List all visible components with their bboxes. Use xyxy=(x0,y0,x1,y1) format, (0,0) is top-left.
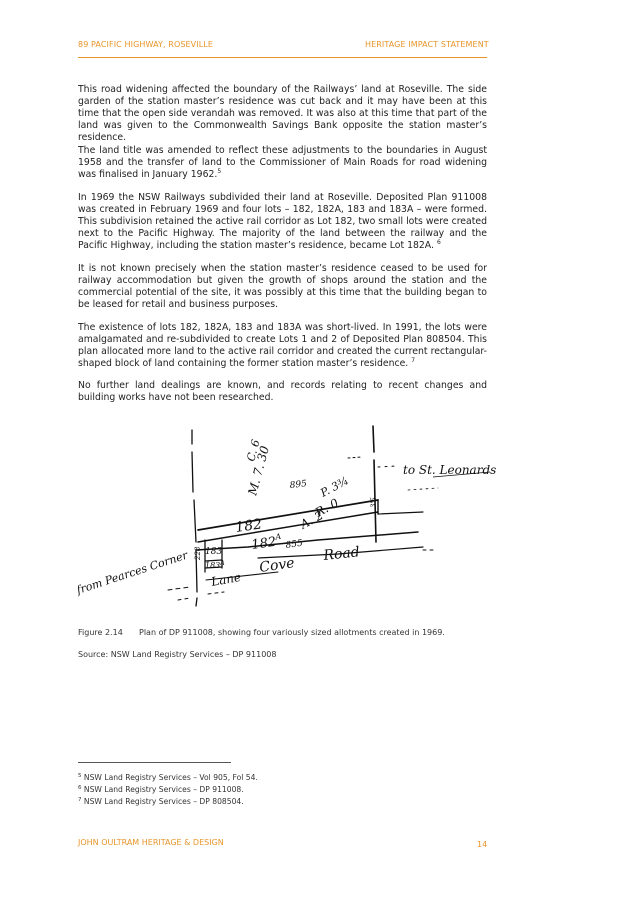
plan-figure: to St. Leonards from Pearces Corner Road… xyxy=(78,425,496,607)
label-lane: Lane xyxy=(209,570,242,589)
footer-company: JOHN OULTRAM HERITAGE & DESIGN xyxy=(78,838,224,847)
label-to-st-leonards: to St. Leonards xyxy=(403,463,496,477)
footnote-6-text: NSW Land Registry Services – DP 911008. xyxy=(83,785,244,794)
label-lot-182a: 182A xyxy=(250,532,283,553)
label-from-pearces-corner: from Pearces Corner xyxy=(78,548,190,597)
label-228: 228 xyxy=(194,546,202,561)
footnote-rule xyxy=(78,762,231,763)
figure-caption: Figure 2.14 Plan of DP 911008, showing fo… xyxy=(78,628,445,637)
paragraph-6: No further land dealings are known, and … xyxy=(78,380,487,404)
header-rule xyxy=(78,57,487,58)
lot-183a-number: 183 xyxy=(205,561,220,570)
footnote-7-number: 7 xyxy=(78,797,82,803)
paragraph-2: The land title was amended to reflect th… xyxy=(78,145,487,181)
label-area-c: C. 6 xyxy=(244,438,262,463)
footnote-6: 6 NSW Land Registry Services – DP 911008… xyxy=(78,785,244,794)
label-cove: Cove xyxy=(258,555,295,576)
label-lot-182: 182 xyxy=(234,516,263,536)
paragraph-4: It is not known precisely when the stati… xyxy=(78,263,487,311)
label-lot-183a: 183A xyxy=(205,560,225,570)
page-number: 14 xyxy=(477,840,488,849)
paragraph-5-text: The existence of lots 182, 182A, 183 and… xyxy=(78,322,487,370)
footnote-7-text: NSW Land Registry Services – DP 808504. xyxy=(83,797,244,806)
paragraph-3-text: In 1969 the NSW Railways subdivided thei… xyxy=(78,192,487,252)
figure-number: Figure 2.14 xyxy=(78,628,123,637)
footnote-ref-5[interactable]: 5 xyxy=(217,168,222,176)
paragraph-4-text: It is not known precisely when the stati… xyxy=(78,263,487,311)
label-375: 3'5 xyxy=(370,497,378,508)
header-right: HERITAGE IMPACT STATEMENT xyxy=(365,40,489,49)
footnote-ref-6[interactable]: 6 xyxy=(436,239,441,247)
footnote-5-text: NSW Land Registry Services – Vol 905, Fo… xyxy=(83,773,258,782)
footnote-6-number: 6 xyxy=(78,785,82,791)
paragraph-2-text: The land title was amended to reflect th… xyxy=(78,145,487,181)
footnote-7: 7 NSW Land Registry Services – DP 808504… xyxy=(78,797,244,806)
paragraph-1-text: This road widening affected the boundary… xyxy=(78,84,487,144)
header-left: 89 PACIFIC HIGHWAY, ROSEVILLE xyxy=(78,40,213,49)
footnote-ref-7[interactable]: 7 xyxy=(411,357,416,365)
paragraph-3: In 1969 the NSW Railways subdivided thei… xyxy=(78,192,487,252)
paragraph-5: The existence of lots 182, 182A, 183 and… xyxy=(78,322,487,370)
lot-183a-letter: A xyxy=(219,560,225,567)
label-lot-183: 183 xyxy=(205,547,222,557)
lot-182a-number: 182 xyxy=(250,535,277,553)
label-895: 895 xyxy=(289,479,307,491)
paragraph-6-text: No further land dealings are known, and … xyxy=(78,380,487,404)
paragraph-1: This road widening affected the boundary… xyxy=(78,84,487,144)
label-855: 855 xyxy=(285,539,304,551)
footnote-5: 5 NSW Land Registry Services – Vol 905, … xyxy=(78,773,258,782)
figure-caption-text: Plan of DP 911008, showing four variousl… xyxy=(139,628,445,637)
label-road: Road xyxy=(322,544,361,564)
figure-source: Source: NSW Land Registry Services – DP … xyxy=(78,650,277,659)
lot-182a-letter: A xyxy=(274,532,282,542)
footnote-5-number: 5 xyxy=(78,773,82,779)
